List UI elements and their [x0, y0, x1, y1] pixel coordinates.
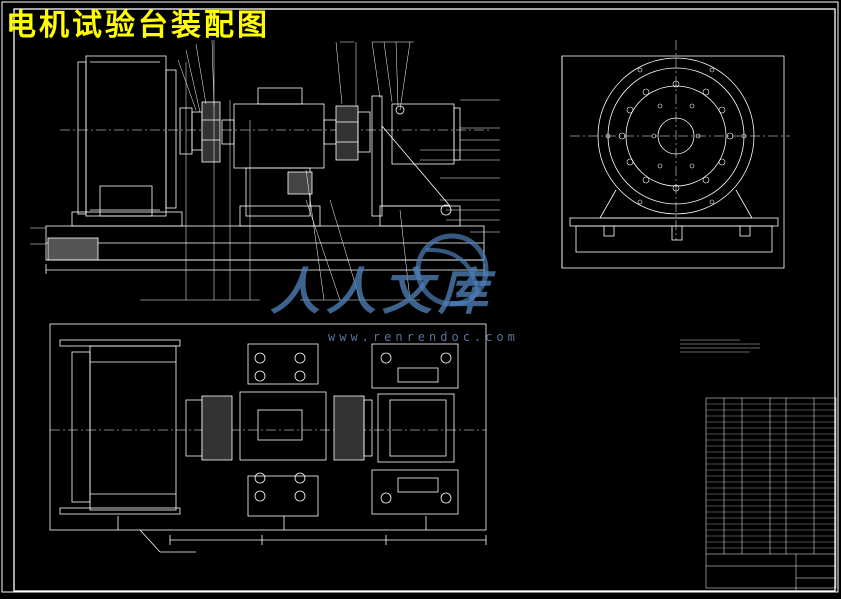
watermark-url: www.renrendoc.com [328, 330, 519, 344]
parts-list-rows [706, 403, 836, 549]
front-view [45, 55, 490, 274]
technical-notes [680, 339, 760, 353]
front-view-leaders [30, 39, 500, 301]
side-view [561, 40, 790, 269]
side-view-holes [605, 67, 747, 205]
watermark-logo-text: 人人文库 [270, 263, 494, 321]
top-view [49, 323, 487, 553]
drawing-title: 电机试验台装配图 [6, 8, 270, 43]
